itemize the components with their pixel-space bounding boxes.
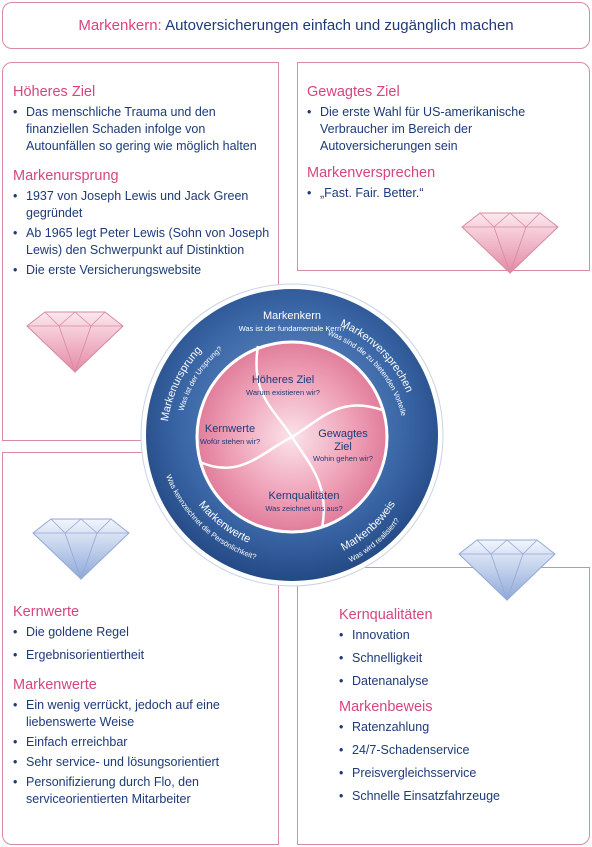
- list-item: Die goldene Regel: [13, 624, 275, 641]
- question-gewagtes-ziel: Wohin gehen wir?: [313, 454, 373, 463]
- question-kernqualitaeten: Was zeichnet uns aus?: [265, 504, 342, 513]
- question-hoeheres-ziel: Warum existieren wir?: [246, 388, 320, 397]
- section-title: Markenbeweis: [339, 699, 433, 715]
- list-item: Schnelligkeit: [339, 650, 585, 667]
- section-title: Markenversprechen: [307, 165, 436, 181]
- list-item: Sehr service- und lösungsorientiert: [13, 754, 275, 771]
- section-title: Höheres Ziel: [13, 84, 96, 100]
- question-markenkern: Was ist der fundamentale Kern?: [239, 324, 346, 333]
- section-hoeheres-ziel: Höheres Ziel Das menschliche Trauma und …: [13, 84, 275, 158]
- pinwheel-dividers: [199, 345, 383, 529]
- section-title: Kernwerte: [13, 604, 80, 620]
- list-item: Die erste Versicherungswebsite: [13, 262, 275, 279]
- question-kernwerte: Wofür stehen wir?: [200, 437, 260, 446]
- list-item: Ab 1965 legt Peter Lewis (Sohn von Josep…: [13, 225, 275, 259]
- banner-label: Markenkern:: [78, 17, 162, 34]
- section-markenversprechen: Markenversprechen „Fast. Fair. Better.“: [307, 165, 585, 205]
- label-hoeheres-ziel: Höheres Ziel: [252, 374, 314, 386]
- list-item: Ratenzahlung: [339, 719, 585, 736]
- section-title: Gewagtes Ziel: [307, 84, 400, 100]
- section-gewagtes-ziel: Gewagtes Ziel Die erste Wahl für US-amer…: [307, 84, 585, 158]
- list-item: Personifizierung durch Flo, den serviceo…: [13, 774, 275, 808]
- label-kernqualitaeten: Kernqualitäten: [269, 490, 340, 502]
- list-item: Innovation: [339, 627, 585, 644]
- section-kernwerte: Kernwerte Die goldene Regel Ergebnisorie…: [13, 604, 275, 670]
- list-item: 1937 von Joseph Lewis und Jack Green geg…: [13, 188, 275, 222]
- label-gewagtes-ziel-2: Ziel: [334, 441, 352, 453]
- section-title: Kernqualitäten: [339, 607, 433, 623]
- list-item: Preisvergleichsservice: [339, 765, 585, 782]
- brand-core-banner: Markenkern: Autoversicherungen einfach u…: [2, 2, 590, 49]
- list-item: „Fast. Fair. Better.“: [307, 185, 585, 202]
- blue-diamond-icon: [32, 518, 130, 581]
- list-item: Ergebnisorientiertheit: [13, 647, 275, 664]
- list-item: Ein wenig verrückt, jedoch auf eine lieb…: [13, 697, 275, 731]
- section-markenbeweis: Markenbeweis Ratenzahlung 24/7-Schadense…: [339, 699, 585, 811]
- list-item: Das menschliche Trauma und den finanziel…: [13, 104, 275, 155]
- list-item: Datenanalyse: [339, 673, 585, 690]
- pink-diamond-icon: [461, 212, 559, 275]
- section-markenursprung: Markenursprung 1937 von Joseph Lewis und…: [13, 168, 275, 282]
- label-markenkern: Markenkern: [263, 310, 321, 322]
- pink-diamond-icon: [26, 311, 124, 374]
- label-gewagtes-ziel-1: Gewagtes: [318, 428, 368, 440]
- banner-text: Autoversicherungen einfach und zugänglic…: [165, 17, 514, 34]
- list-item: 24/7-Schadenservice: [339, 742, 585, 759]
- section-title: Markenursprung: [13, 168, 119, 184]
- section-markenwerte: Markenwerte Ein wenig verrückt, jedoch a…: [13, 677, 275, 811]
- section-title: Markenwerte: [13, 677, 97, 693]
- blue-diamond-icon: [458, 539, 556, 602]
- list-item: Die erste Wahl für US-amerikanische Verb…: [307, 104, 585, 155]
- list-item: Schnelle Einsatzfahrzeuge: [339, 788, 585, 805]
- label-kernwerte: Kernwerte: [205, 423, 255, 435]
- list-item: Einfach erreichbar: [13, 734, 275, 751]
- section-kernqualitaeten: Kernqualitäten Innovation Schnelligkeit …: [339, 607, 585, 696]
